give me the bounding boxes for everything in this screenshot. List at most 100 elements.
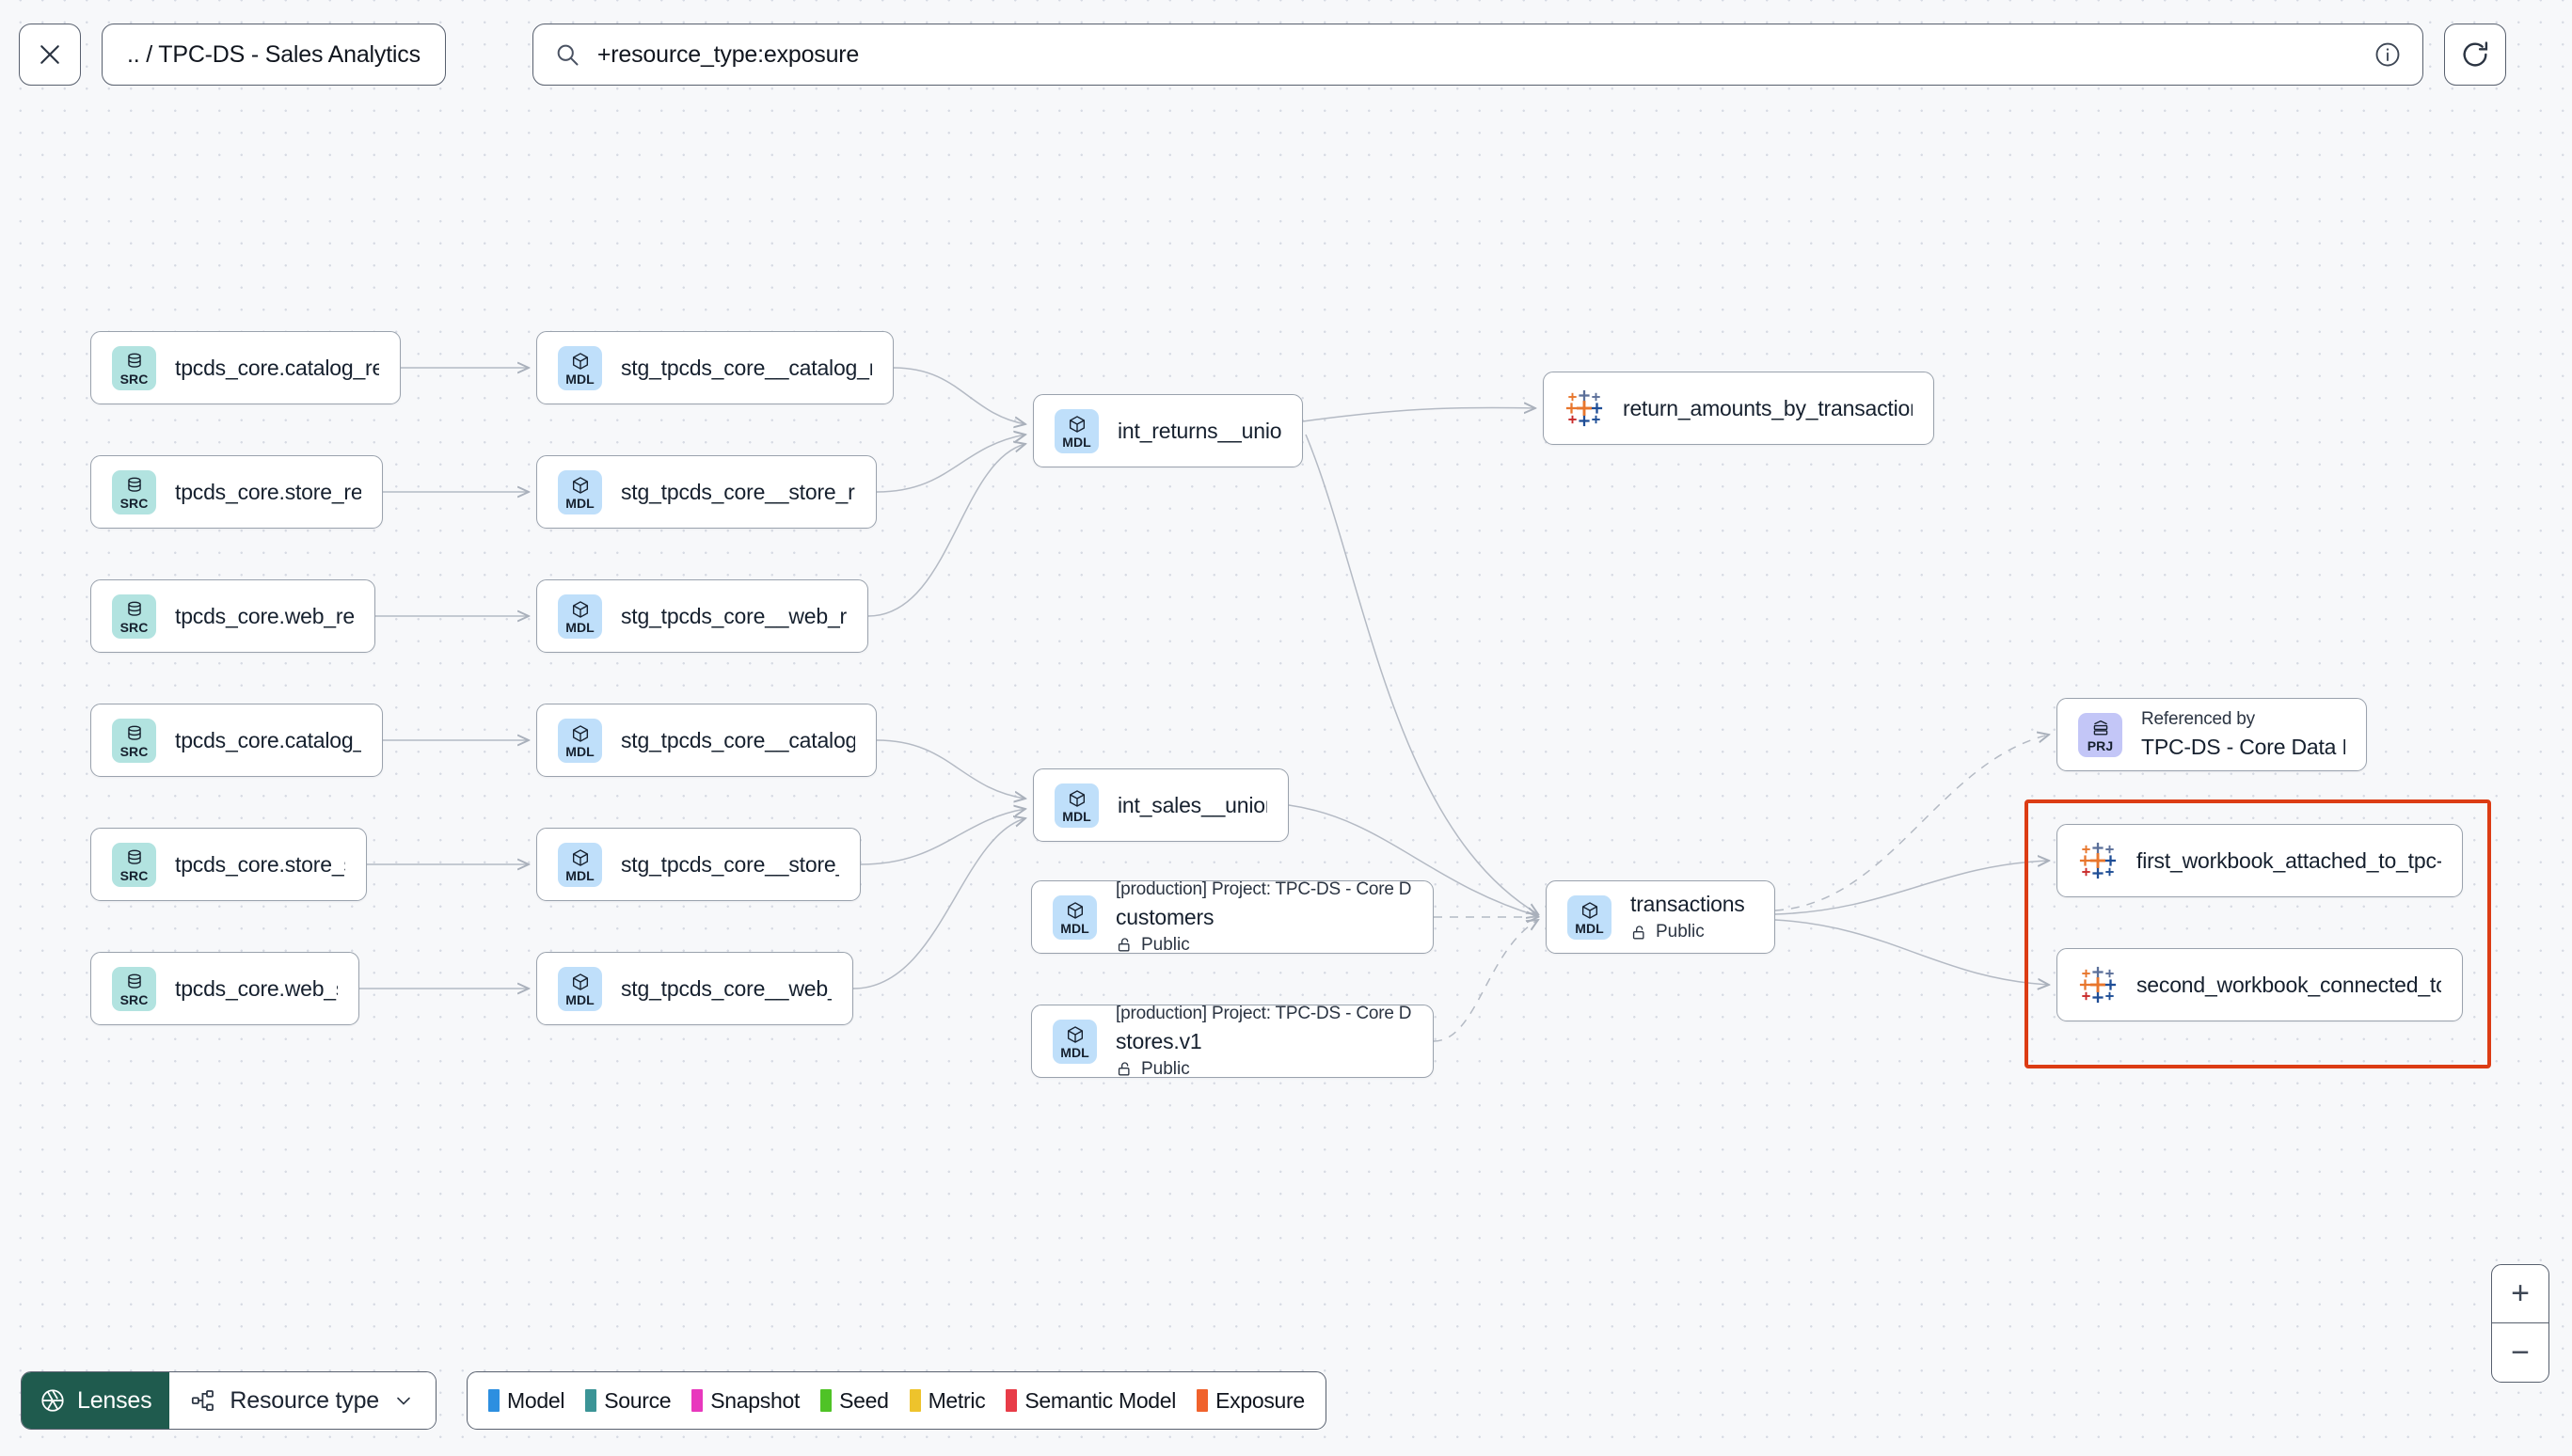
project-stack-icon — [2093, 720, 2107, 735]
graph-node-src_store_returns[interactable]: SRC tpcds_core.store_returns — [90, 455, 383, 529]
node-badge-mdl: MDL — [558, 469, 602, 514]
node-project-label: Referenced by — [2141, 709, 2255, 729]
cube-icon — [1069, 415, 1085, 433]
graph-node-second_workbook[interactable]: second_workbook_connected_to_live… — [2056, 948, 2463, 1021]
node-badge-text: SRC — [119, 495, 149, 511]
node-badge-mdl: MDL — [558, 966, 602, 1011]
node-label: stg_tpcds_core__catalog_returns — [621, 355, 872, 380]
zoom-in-button[interactable]: + — [2492, 1265, 2548, 1323]
resource-type-dropdown[interactable]: Resource type — [169, 1372, 437, 1429]
cube-icon — [572, 724, 588, 742]
node-badge-mdl: MDL — [558, 345, 602, 390]
exposure-tableau-icon — [2079, 966, 2117, 1004]
legend-swatch — [585, 1389, 597, 1412]
node-badge-mdl: MDL — [558, 842, 602, 887]
graph-node-stg_web_returns[interactable]: MDL stg_tpcds_core__web_returns — [536, 579, 868, 653]
node-access-label: Public — [1656, 922, 1705, 942]
node-body: return_amounts_by_transaction_type — [1623, 396, 1913, 421]
node-access-label: Public — [1141, 1058, 1190, 1079]
cube-icon — [572, 352, 588, 370]
legend-label: Snapshot — [710, 1387, 801, 1413]
node-badge-text: MDL — [565, 495, 595, 511]
hierarchy-icon — [192, 1390, 214, 1412]
legend-label: Seed — [839, 1387, 889, 1413]
node-body: stg_tpcds_core__store_returns — [621, 480, 855, 505]
graph-node-src_catalog_sales[interactable]: SRC tpcds_core.catalog_sales — [90, 704, 383, 777]
node-label: stores.v1 — [1116, 1028, 1202, 1053]
graph-node-stg_catalog_returns[interactable]: MDL stg_tpcds_core__catalog_returns — [536, 331, 894, 404]
cube-icon — [572, 973, 588, 990]
bottom-toolbar: Lenses Resource type Model Source Snapshot… — [21, 1371, 1326, 1430]
cube-icon — [572, 600, 588, 618]
lens-control-group: Lenses Resource type — [21, 1371, 437, 1430]
node-badge-text: MDL — [1062, 434, 1091, 450]
node-label: tpcds_core.catalog_sales — [175, 727, 361, 752]
search-input[interactable]: +resource_type:exposure — [596, 40, 860, 68]
legend-item-snapshot[interactable]: Snapshot — [691, 1388, 800, 1414]
node-badge-mdl: MDL — [1567, 894, 1611, 940]
legend-label: Exposure — [1215, 1387, 1305, 1413]
node-badge-src: SRC — [112, 718, 156, 763]
node-body: tpcds_core.catalog_sales — [175, 728, 361, 753]
node-badge-mdl: MDL — [558, 593, 602, 639]
node-badge-text: MDL — [1575, 920, 1604, 936]
graph-node-src_store_sales[interactable]: SRC tpcds_core.store_sales — [90, 828, 367, 901]
node-label: stg_tpcds_core__web_returns — [621, 603, 847, 628]
zoom-controls[interactable]: + − — [2491, 1264, 2549, 1383]
chevron-down-icon — [397, 1397, 410, 1405]
graph-node-return_amounts_by_transaction_type[interactable]: return_amounts_by_transaction_type — [1543, 372, 1934, 445]
graph-node-int_returns_unioned[interactable]: MDL int_returns__unioned — [1033, 394, 1303, 467]
refresh-button[interactable] — [2443, 24, 2506, 86]
database-icon — [127, 725, 141, 740]
cube-icon — [572, 476, 588, 494]
node-badge-text: SRC — [119, 867, 149, 883]
legend-swatch — [820, 1389, 833, 1412]
legend-item-seed[interactable]: Seed — [820, 1388, 889, 1414]
graph-node-customers[interactable]: MDL[production] Project: TPC-DS - Core D… — [1031, 879, 1434, 955]
search-bar[interactable]: +resource_type:exposure — [532, 24, 2423, 86]
node-label: tpcds_core.store_returns — [175, 479, 361, 504]
legend-item-metric[interactable]: Metric — [909, 1388, 986, 1414]
node-label: tpcds_core.store_sales — [175, 851, 345, 877]
node-body: int_returns__unioned — [1118, 419, 1281, 444]
resource-type-legend: Model Source Snapshot Seed Metric Semantic Mo… — [467, 1371, 1326, 1430]
graph-node-stg_web_sales[interactable]: MDL stg_tpcds_core__web_sales — [536, 952, 853, 1025]
close-button[interactable] — [19, 24, 81, 86]
legend-item-model[interactable]: Model — [488, 1388, 564, 1414]
graph-node-first_workbook[interactable]: first_workbook_attached_to_tpc-ds_-_… — [2056, 824, 2463, 897]
refresh-icon — [2463, 41, 2487, 67]
breadcrumb-label: .. / TPC-DS - Sales Analytics — [127, 40, 421, 68]
graph-node-stg_store_returns[interactable]: MDL stg_tpcds_core__store_returns — [536, 455, 877, 529]
node-body: tpcds_core.catalog_returns — [175, 356, 379, 381]
close-icon — [40, 45, 59, 64]
zoom-out-button[interactable]: − — [2511, 1334, 2530, 1370]
info-icon[interactable] — [2374, 40, 2402, 69]
legend-label: Semantic Model — [1024, 1387, 1177, 1413]
node-body: tpcds_core.web_sales — [175, 976, 338, 1002]
legend-item-source[interactable]: Source — [585, 1388, 672, 1414]
breadcrumb[interactable]: .. / TPC-DS - Sales Analytics — [102, 24, 446, 86]
legend-item-exposure[interactable]: Exposure — [1197, 1388, 1305, 1414]
node-access-label: Public — [1141, 934, 1190, 955]
legend-label: Model — [507, 1387, 565, 1413]
node-label: int_returns__unioned — [1118, 418, 1281, 443]
legend-item-semantic-model[interactable]: Semantic Model — [1006, 1388, 1176, 1414]
lenses-button[interactable]: Lenses — [22, 1372, 170, 1429]
cube-icon — [1069, 789, 1085, 807]
graph-node-stores_v1[interactable]: MDL[production] Project: TPC-DS - Core D… — [1031, 1004, 1434, 1079]
node-badge-src: SRC — [112, 469, 156, 514]
exposure-tableau-icon — [2079, 842, 2117, 879]
node-label: stg_tpcds_core__web_sales — [621, 975, 832, 1001]
node-body: tpcds_core.web_returns — [175, 604, 354, 629]
